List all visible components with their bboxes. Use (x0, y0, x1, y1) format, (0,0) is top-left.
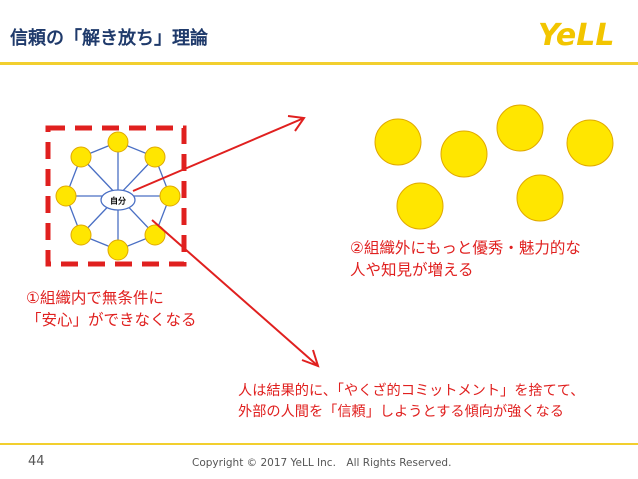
external-circles (374, 104, 614, 230)
organization-frame (45, 125, 187, 267)
yell-logo: YeLL (538, 18, 614, 53)
arrow-upper (132, 117, 305, 192)
external-circle (566, 119, 614, 167)
label-conclusion: 人は結果的に、「やくざ的コミットメント」を捨てて、 外部の人間を「信頼」しようと… (238, 383, 585, 420)
self-node-label: 自分 (110, 196, 126, 206)
logo-text: YeLL (538, 18, 614, 53)
label-outside-organization: ②組織外にもっと優秀・魅力的な 人や知見が増える (350, 239, 581, 279)
network-node (55, 185, 77, 207)
page-number: 44 (28, 454, 45, 469)
external-circle (374, 118, 422, 166)
header-divider (0, 62, 638, 65)
network-nodes (55, 131, 181, 261)
external-circle (516, 174, 564, 222)
external-circle (496, 104, 544, 152)
self-node (100, 189, 136, 211)
external-circle (396, 182, 444, 230)
network-node (107, 131, 129, 153)
arrow-lower (151, 219, 319, 367)
network-node (144, 146, 166, 168)
slide-title: 信頼の「解き放ち」理論 (10, 28, 208, 49)
network-node (159, 185, 181, 207)
network-node (144, 224, 166, 246)
footer-divider (0, 443, 638, 445)
network-node (70, 146, 92, 168)
arrow-upper-head (287, 115, 306, 132)
network-node (70, 224, 92, 246)
arrows (132, 115, 320, 368)
network-node (107, 239, 129, 261)
external-circle (440, 130, 488, 178)
copyright: Copyright © 2017 YeLL Inc. All Rights Re… (192, 457, 452, 469)
label-inside-organization: ①組織内で無条件に 「安心」ができなくなる (26, 289, 197, 329)
arrow-lower-head (301, 349, 320, 368)
